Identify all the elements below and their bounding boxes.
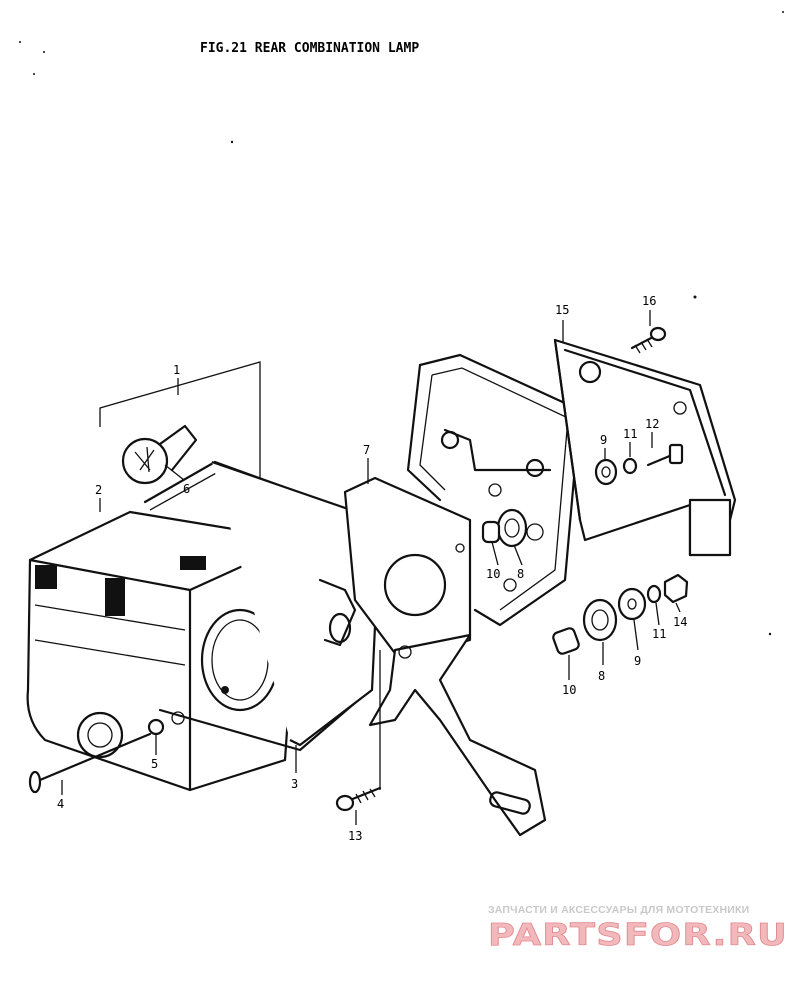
callout-3: 3 [291, 777, 298, 791]
callout-5: 5 [151, 757, 158, 771]
callout-7: 7 [363, 443, 370, 457]
callout-12: 12 [645, 417, 659, 431]
callout-11-bottom: 11 [652, 627, 666, 641]
callout-2: 2 [95, 483, 102, 497]
watermark-brand: PARTSFOR.RU [488, 918, 788, 953]
bolt-part-16 [630, 326, 667, 354]
screw-part-4 [28, 718, 165, 794]
callout-13: 13 [348, 829, 362, 843]
callout-6: 6 [183, 482, 190, 496]
rear-housing-part-15 [553, 338, 737, 557]
callout-16: 16 [642, 294, 656, 308]
socket-parts [318, 578, 357, 647]
bulb-part-6 [99, 361, 261, 532]
callout-8-right: 8 [598, 669, 605, 683]
leader-lines [61, 310, 681, 825]
watermark: ЗАПЧАСТИ И АКСЕССУАРЫ ДЛЯ МОТОТЕХНИКИ PA… [488, 904, 788, 953]
callout-10-bottom: 10 [562, 683, 576, 697]
watermark-tagline: ЗАПЧАСТИ И АКСЕССУАРЫ ДЛЯ МОТОТЕХНИКИ [488, 904, 749, 916]
mounting-bracket [368, 633, 547, 837]
screw-part-13 [335, 786, 382, 812]
fastener-stack-right [552, 573, 689, 655]
callout-labels: 1 2 3 4 5 6 7 8 8 9 9 10 10 11 11 12 13 … [57, 294, 687, 843]
scan-specks [19, 11, 784, 636]
callout-9-top: 9 [600, 433, 607, 447]
callout-10-center: 10 [486, 567, 500, 581]
callout-1: 1 [173, 363, 180, 377]
callout-14: 14 [673, 615, 687, 629]
callout-11-top: 11 [623, 427, 637, 441]
callout-9-bottom: 9 [634, 654, 641, 668]
callout-4: 4 [57, 797, 64, 811]
backing-plate-part-7 [343, 476, 472, 662]
figure-title: FIG.21 REAR COMBINATION LAMP [200, 41, 419, 56]
grommet-center [481, 508, 528, 548]
callout-8-center: 8 [517, 567, 524, 581]
lamp-lens-part-2 [26, 510, 302, 792]
callout-15: 15 [555, 303, 569, 317]
lamp-frame [406, 353, 582, 627]
housing-fasteners [594, 443, 684, 486]
